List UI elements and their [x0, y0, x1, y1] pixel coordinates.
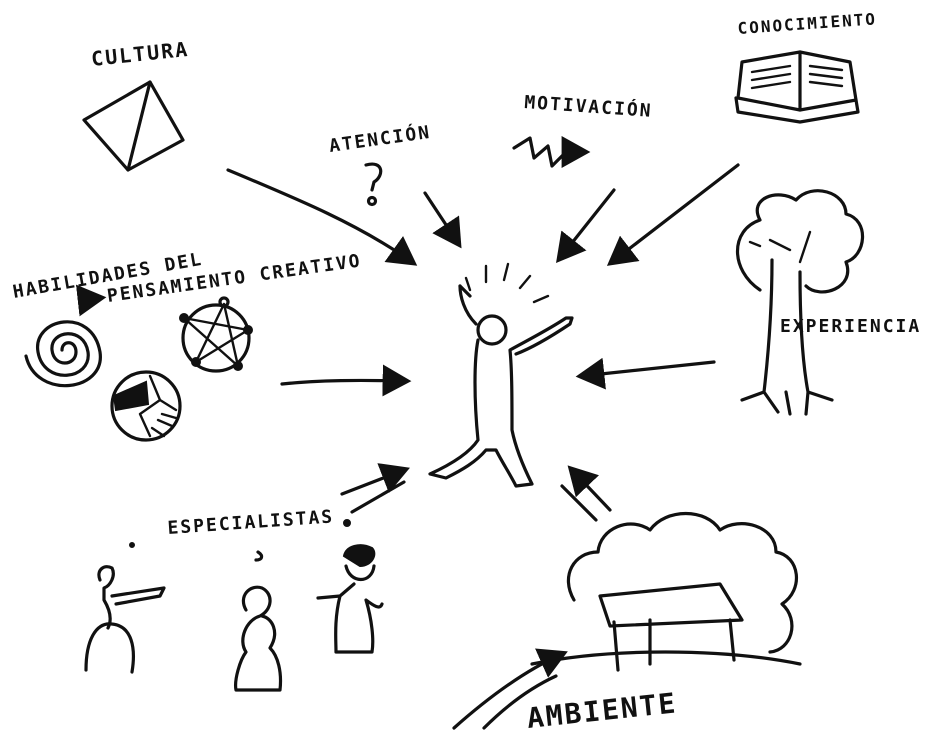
arrow-cultura [226, 168, 418, 266]
experiencia-group: EXPERIENCIA [575, 189, 921, 416]
exclamation-icon [364, 162, 383, 207]
arrow-motivacion [556, 188, 616, 264]
arrow-experiencia [575, 357, 716, 390]
conocimiento-label: CONOCIMIENTO [737, 9, 878, 38]
open-book-icon [734, 50, 860, 124]
arrow-especialistas-1 [340, 463, 410, 496]
conocimiento-group: CONOCIMIENTO [606, 9, 878, 266]
motivacion-group: MOTIVACIÓN [512, 91, 654, 264]
atencion-label: ATENCIÓN [328, 121, 433, 157]
small-arrow-icon [75, 284, 107, 317]
arrow-ambiente-2 [482, 674, 558, 730]
pyramid-icon [82, 80, 185, 172]
person-icon [428, 262, 574, 488]
arrow-ambiente-up-1 [567, 465, 612, 512]
puzzle-circle-icon [110, 370, 182, 442]
arrow-atencion [423, 191, 462, 249]
arrow-ambiente-1 [452, 648, 568, 730]
arrow-habilidades [280, 364, 412, 397]
spiral-icon [24, 320, 102, 388]
experiencia-label: EXPERIENCIA [780, 316, 921, 337]
cloud-house-icon [530, 511, 802, 672]
motivacion-label: MOTIVACIÓN [524, 91, 654, 122]
specialist-figure-icon [84, 542, 166, 674]
especialistas-label: ESPECIALISTAS [167, 506, 335, 539]
cultura-label: CULTURA [90, 37, 190, 71]
arrow-conocimiento [606, 163, 740, 266]
habilidades-group: HABILIDADES DEL PENSAMIENTO CREATIVO [11, 249, 412, 442]
arrow-especialistas-2 [350, 480, 406, 514]
ambiente-label: AMBIENTE [525, 686, 678, 733]
specialist-figure-icon [234, 550, 283, 692]
ambiente-group: AMBIENTE [452, 465, 802, 733]
especialistas-group: ESPECIALISTAS [84, 463, 410, 692]
cultura-group: CULTURA [82, 37, 418, 266]
network-icon [179, 296, 253, 373]
arrow-ambiente-up-2 [560, 484, 598, 522]
tree-icon [736, 189, 865, 416]
zigzag-arrow-icon [512, 136, 591, 168]
specialist-figure-icon [316, 519, 384, 654]
